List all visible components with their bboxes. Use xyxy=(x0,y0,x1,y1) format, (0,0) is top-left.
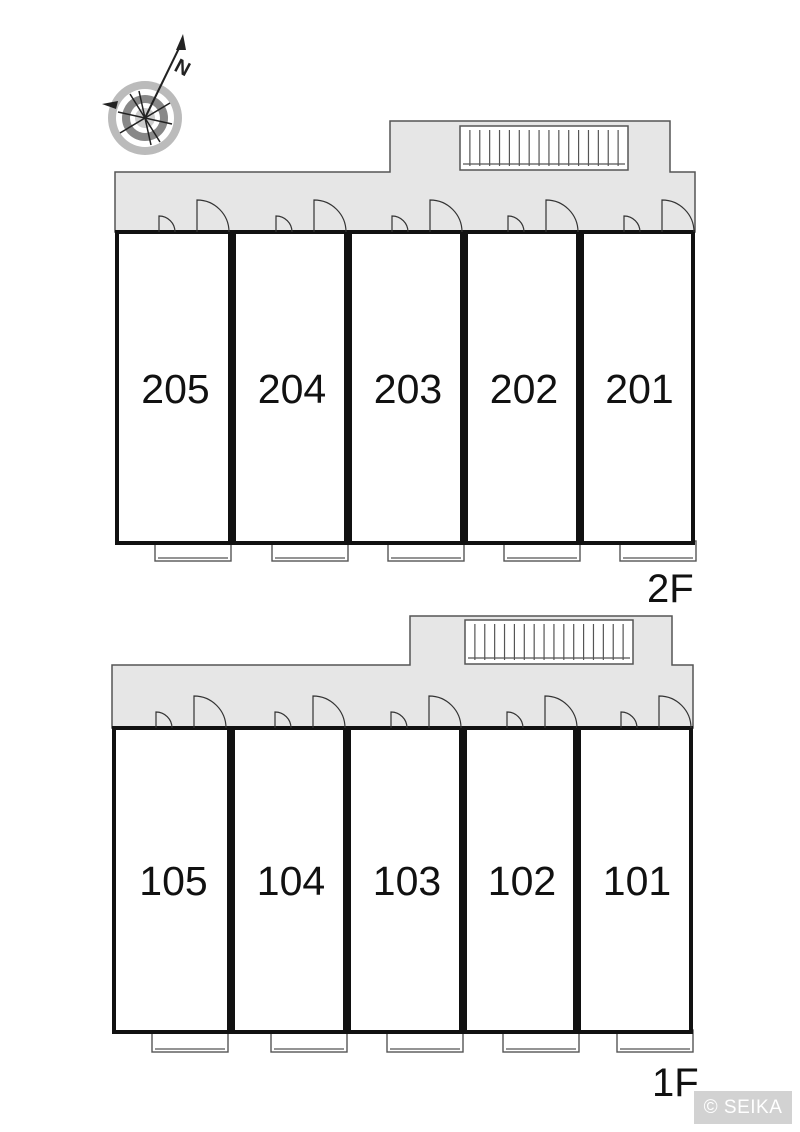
door-small-103 xyxy=(390,711,408,729)
unit-204: 204 xyxy=(232,199,349,562)
room-number-105: 105 xyxy=(139,858,207,904)
unit-walls-202 xyxy=(464,230,580,545)
door-small-105 xyxy=(155,711,173,729)
copyright-badge: © SEIKA xyxy=(694,1091,792,1124)
floor-label-1f: 1F xyxy=(652,1061,699,1105)
unit-walls-102 xyxy=(463,726,577,1034)
door-main-205 xyxy=(196,199,230,233)
room-number-102: 102 xyxy=(488,858,556,904)
door-main-101 xyxy=(658,695,692,729)
door-small-202 xyxy=(507,215,525,233)
unit-101: 101 xyxy=(577,695,694,1053)
room-number-205: 205 xyxy=(141,366,209,412)
door-main-204 xyxy=(313,199,347,233)
door-small-204 xyxy=(275,215,293,233)
unit-walls-105 xyxy=(112,726,231,1034)
floor-2f: 205 204 203 202 201 2F xyxy=(114,120,697,611)
door-main-202 xyxy=(545,199,579,233)
unit-walls-201 xyxy=(580,230,695,545)
floor-label-2f: 2F xyxy=(647,567,694,611)
door-main-102 xyxy=(544,695,578,729)
unit-walls-101 xyxy=(577,726,693,1034)
door-small-104 xyxy=(274,711,292,729)
room-number-104: 104 xyxy=(257,858,325,904)
room-number-101: 101 xyxy=(603,858,671,904)
floor-1f: 105 104 103 102 101 1F xyxy=(111,615,699,1105)
unit-walls-204 xyxy=(232,230,348,545)
door-main-105 xyxy=(193,695,227,729)
door-small-102 xyxy=(506,711,524,729)
room-number-204: 204 xyxy=(258,366,326,412)
door-small-101 xyxy=(620,711,638,729)
unit-203: 203 xyxy=(348,199,465,562)
unit-102: 102 xyxy=(463,695,580,1053)
door-small-205 xyxy=(158,215,176,233)
compass-icon: N xyxy=(102,34,194,155)
unit-105: 105 xyxy=(112,695,231,1053)
room-number-202: 202 xyxy=(490,366,558,412)
unit-202: 202 xyxy=(464,199,581,562)
unit-103: 103 xyxy=(347,695,464,1053)
room-number-103: 103 xyxy=(373,858,441,904)
door-main-103 xyxy=(428,695,462,729)
unit-205: 205 xyxy=(115,199,232,562)
door-main-203 xyxy=(429,199,463,233)
unit-201: 201 xyxy=(580,199,697,562)
unit-walls-104 xyxy=(231,726,347,1034)
unit-walls-205 xyxy=(115,230,232,545)
unit-walls-203 xyxy=(348,230,464,545)
unit-walls-103 xyxy=(347,726,463,1034)
stairs-1f xyxy=(464,619,634,665)
door-main-201 xyxy=(661,199,695,233)
room-number-201: 201 xyxy=(605,366,673,412)
unit-104: 104 xyxy=(231,695,348,1053)
stairs-2f xyxy=(459,125,629,171)
door-main-104 xyxy=(312,695,346,729)
door-small-201 xyxy=(623,215,641,233)
door-small-203 xyxy=(391,215,409,233)
room-number-203: 203 xyxy=(374,366,442,412)
